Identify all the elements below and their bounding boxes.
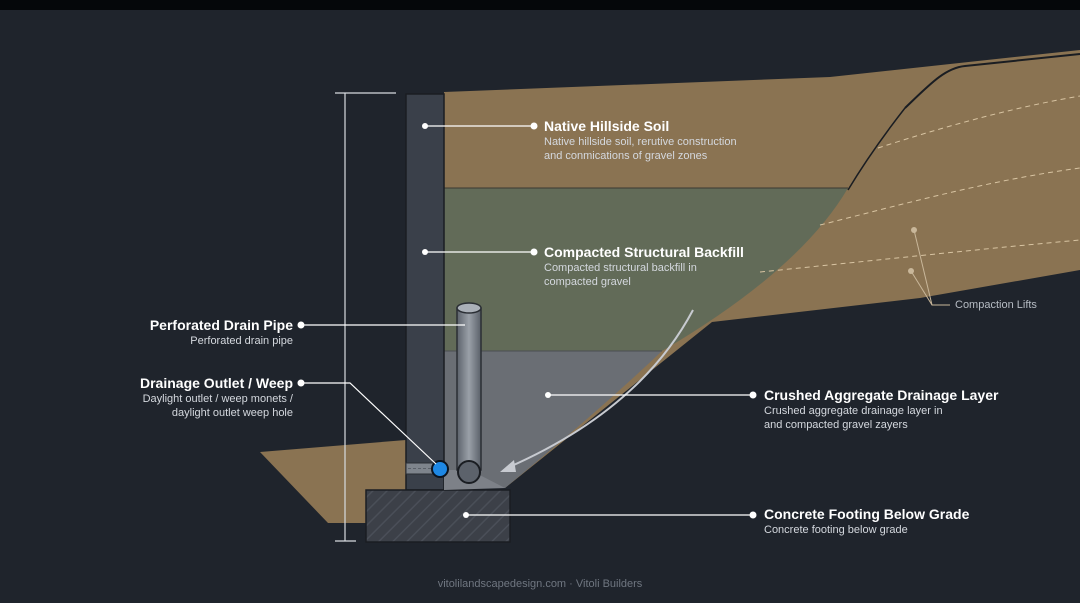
backfill-title: Compacted Structural Backfill — [544, 244, 744, 260]
flow-arrow-head — [500, 460, 516, 472]
aggregate-title: Crushed Aggregate Drainage Layer — [764, 387, 999, 403]
front-soil-region — [260, 440, 406, 523]
backfill-desc-2: compacted gravel — [544, 276, 631, 288]
dot-footing-start — [463, 512, 469, 518]
aggregate-desc-2: and compacted gravel zayers — [764, 419, 908, 431]
label-footing: Concrete Footing Below Grade Concrete fo… — [764, 506, 969, 537]
native-soil-desc-1: Native hillside soil, rerutive construct… — [544, 136, 737, 148]
dot-footing-end — [749, 511, 757, 519]
native-soil-title: Native Hillside Soil — [544, 118, 670, 134]
dot-native-soil-end — [530, 122, 538, 130]
aggregate-desc-1: Crushed aggregate drainage layer in — [764, 405, 943, 417]
backfill-desc-1: Compacted structural backfill in — [544, 262, 697, 274]
footing-desc-1: Concrete footing below grade — [764, 524, 908, 536]
outlet-desc-2: daylight outlet weep hole — [171, 407, 293, 419]
label-native-soil: Native Hillside Soil Native hillside soi… — [544, 118, 737, 163]
backfill-region — [444, 188, 848, 351]
footing-hatch — [365, 489, 511, 543]
hill-slope-line — [847, 107, 906, 191]
compaction-lifts-label: Compaction Lifts — [955, 299, 1037, 311]
dot-drain-pipe — [297, 321, 305, 329]
compaction-lift-2 — [819, 167, 1080, 226]
cleanout-riser-top — [456, 302, 482, 314]
top-bar — [0, 0, 1080, 10]
compaction-lift-1 — [877, 95, 1080, 149]
dot-aggregate-end — [749, 391, 757, 399]
retaining-wall-stem — [405, 93, 445, 491]
drainage-flow-arrow — [506, 309, 694, 469]
dot-backfill-end — [530, 248, 538, 256]
label-backfill: Compacted Structural Backfill Compacted … — [544, 244, 744, 289]
native-soil-desc-2: and conmications of gravel zones — [544, 150, 708, 162]
label-drain-pipe: Perforated Drain Pipe Perforated drain p… — [93, 317, 293, 348]
cleanout-riser — [456, 307, 482, 471]
hill-surface-line — [904, 53, 1080, 109]
aggregate-region — [444, 351, 662, 488]
compaction-lifts-leader-2 — [910, 270, 933, 306]
drain-pipe-desc-1: Perforated drain pipe — [190, 335, 293, 347]
dot-outlet — [297, 379, 305, 387]
outlet-title: Drainage Outlet / Weep — [140, 375, 293, 391]
drain-pipe-title: Perforated Drain Pipe — [149, 317, 293, 333]
leader-outlet — [301, 382, 437, 465]
perforated-drain-pipe — [457, 460, 481, 484]
label-aggregate: Crushed Aggregate Drainage Layer Crushed… — [764, 387, 998, 432]
dot-aggregate-start — [545, 392, 551, 398]
compaction-lift-3 — [759, 239, 1080, 273]
site-credit: vitolilandscapedesign.com · Vitoli Build… — [437, 578, 643, 590]
outlet-desc-1: Daylight outlet / weep monets / — [142, 393, 293, 405]
dot-backfill-start — [422, 249, 428, 255]
dot-native-soil-start — [422, 123, 428, 129]
label-outlet: Drainage Outlet / Weep Daylight outlet /… — [93, 375, 293, 420]
drainage-outlet-weep — [431, 460, 449, 478]
footing-title: Concrete Footing Below Grade — [764, 506, 970, 522]
